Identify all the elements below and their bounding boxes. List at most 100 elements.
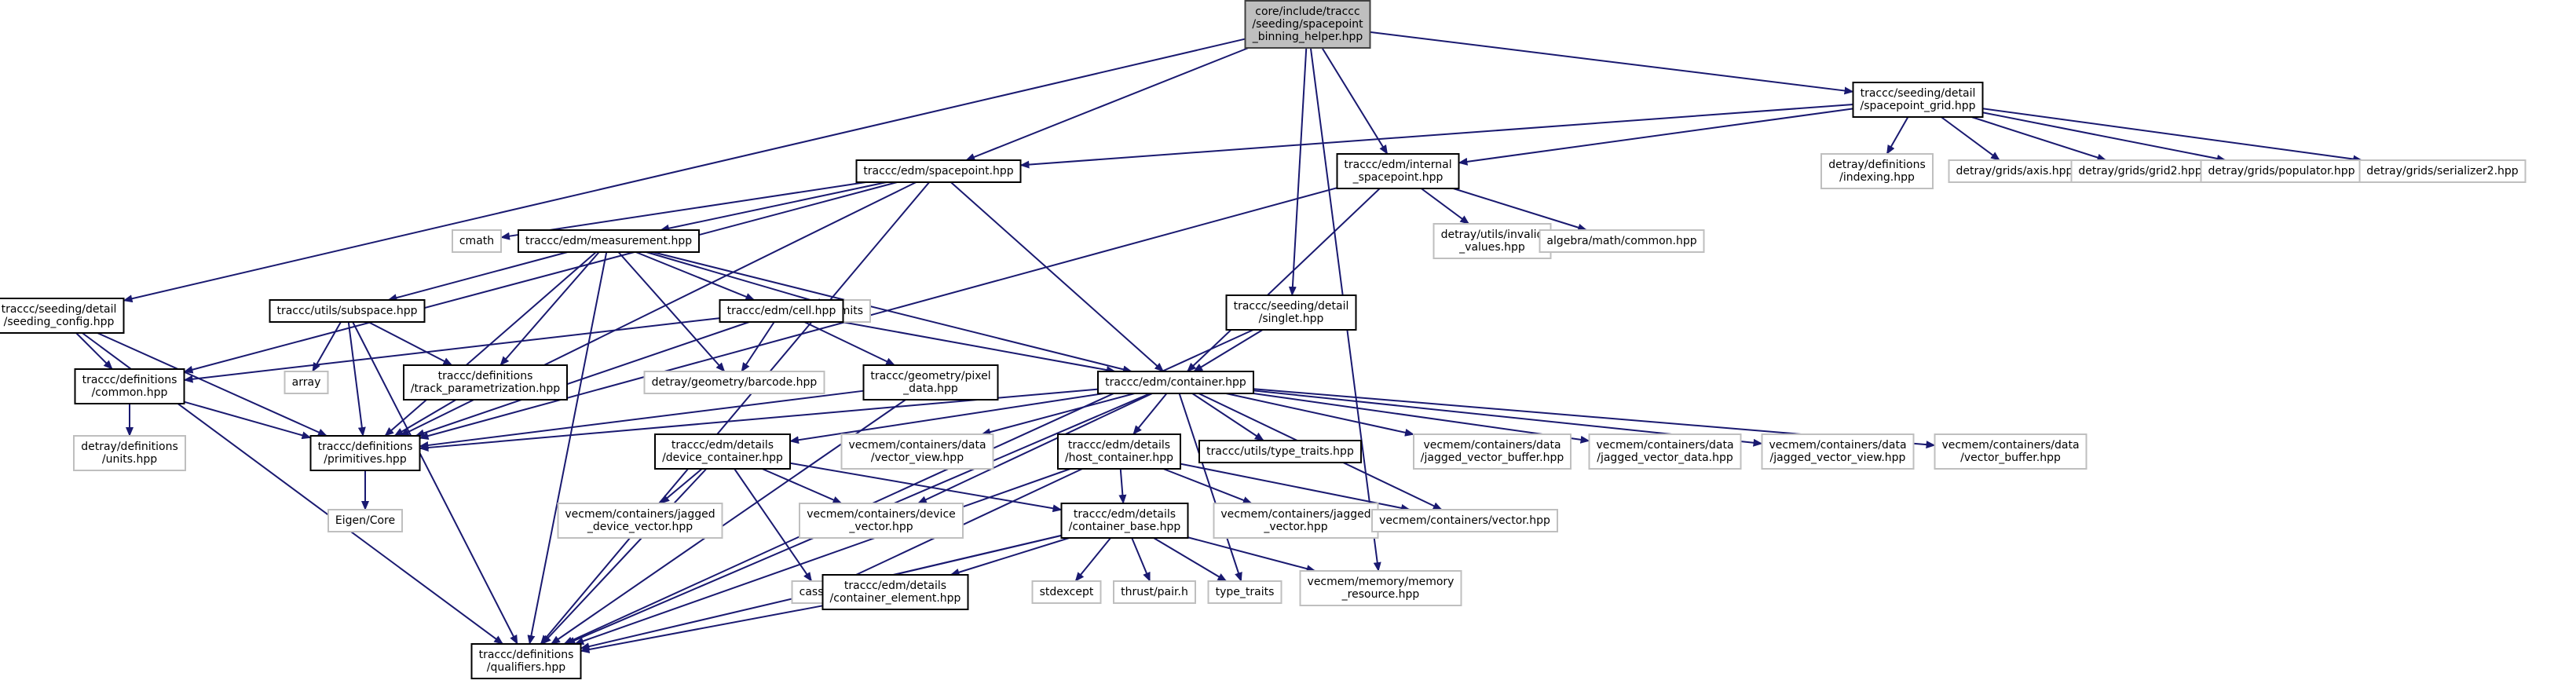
node-grid2[interactable]: detray/grids/grid2.hpp	[2070, 159, 2210, 183]
node-label: traccc/edm/details	[1074, 508, 1176, 521]
node-label: traccc/edm/details	[671, 439, 774, 452]
node-label: vecmem/containers/jagged	[565, 508, 715, 521]
node-stdexcept[interactable]: stdexcept	[1031, 580, 1102, 604]
node-jagged-vector-buffer[interactable]: vecmem/containers/data/jagged_vector_buf…	[1413, 433, 1572, 470]
node-vector-hpp[interactable]: vecmem/containers/vector.hpp	[1371, 509, 1558, 532]
node-box	[1031, 580, 1102, 604]
node-box	[643, 371, 825, 394]
node-label: traccc/definitions	[438, 370, 533, 382]
node-container-element[interactable]: traccc/edm/details/container_element.hpp	[821, 574, 969, 610]
node-label: _vector.hpp	[1263, 521, 1327, 533]
edge-container-to-device-vector	[917, 393, 1153, 504]
node-box	[855, 159, 1022, 183]
edge-spacepoint-to-cmath	[500, 181, 866, 240]
node-box	[269, 299, 426, 323]
node-label: traccc/utils/type_traits.hpp	[1206, 445, 1354, 458]
node-cmath[interactable]: cmath	[452, 229, 502, 253]
node-label: traccc/edm/measurement.hpp	[525, 235, 692, 247]
node-units[interactable]: detray/definitions/units.hpp	[73, 435, 186, 471]
node-device-container[interactable]: traccc/edm/details/device_container.hpp	[654, 433, 791, 470]
node-box	[840, 433, 994, 470]
node-device-vector[interactable]: vecmem/containers/device_vector.hpp	[799, 503, 964, 539]
edge-container-to-device-container	[789, 393, 1104, 444]
node-type-traits-hpp[interactable]: traccc/utils/type_traits.hpp	[1198, 440, 1362, 463]
node-label: detray/grids/grid2.hpp	[2078, 165, 2201, 177]
node-label: _vector.hpp	[848, 521, 913, 533]
node-jagged-vector-view[interactable]: vecmem/containers/data/jagged_vector_vie…	[1761, 433, 1915, 470]
node-spacepoint[interactable]: traccc/edm/spacepoint.hpp	[855, 159, 1022, 183]
node-barcode[interactable]: detray/geometry/barcode.hpp	[643, 371, 825, 394]
node-thrust-pair[interactable]: thrust/pair.h	[1113, 580, 1196, 604]
edge-spacepoint-grid-to-grid2	[1971, 116, 2107, 162]
node-subspace[interactable]: traccc/utils/subspace.hpp	[269, 299, 426, 323]
edge-root-to-spacepoint-grid	[1370, 31, 1854, 95]
node-label: type_traits	[1216, 586, 1275, 598]
node-label: traccc/edm/details	[844, 580, 946, 592]
edge-container-base-to-container-element	[950, 537, 1070, 576]
node-primitives[interactable]: traccc/definitions/primitives.hpp	[309, 435, 421, 471]
edge-device-container-to-jagged-device-vector	[660, 468, 703, 504]
edge-host-container-to-qualifiers	[574, 468, 1071, 646]
node-box	[452, 229, 502, 253]
node-label: detray/grids/axis.hpp	[1956, 165, 2073, 177]
node-jagged-vector-data[interactable]: vecmem/containers/data/jagged_vector_dat…	[1588, 433, 1742, 470]
node-axis[interactable]: detray/grids/axis.hpp	[1948, 159, 2081, 183]
node-common[interactable]: traccc/definitions/common.hpp	[74, 368, 185, 404]
node-vector-buffer[interactable]: vecmem/containers/data/vector_buffer.hpp	[1934, 433, 2088, 470]
node-box	[73, 435, 186, 471]
node-qualifiers[interactable]: traccc/definitions/qualifiers.hpp	[470, 643, 582, 679]
node-label: /container_base.hpp	[1069, 521, 1181, 533]
node-label: /vector_view.hpp	[871, 452, 964, 464]
edge-spacepoint-grid-to-internal-spacepoint	[1458, 108, 1853, 166]
edge-root-to-seeding-config	[123, 38, 1246, 303]
node-label: /host_container.hpp	[1065, 452, 1173, 464]
node-cell[interactable]: traccc/edm/cell.hpp	[719, 299, 844, 323]
node-label: /jagged_vector_buffer.hpp	[1421, 452, 1564, 464]
node-eigen[interactable]: Eigen/Core	[327, 509, 403, 532]
node-data-vector-view[interactable]: vecmem/containers/data/vector_view.hpp	[840, 433, 994, 470]
node-jagged-vector[interactable]: vecmem/containers/jagged_vector.hpp	[1213, 503, 1379, 539]
node-serializer2[interactable]: detray/grids/serializer2.hpp	[2358, 159, 2527, 183]
node-label: /seeding/spacepoint	[1252, 18, 1363, 31]
node-algebra-common[interactable]: algebra/math/common.hpp	[1539, 229, 1705, 253]
node-label: detray/grids/populator.hpp	[2208, 165, 2355, 177]
node-box	[862, 364, 999, 401]
node-container-base[interactable]: traccc/edm/details/container_base.hpp	[1060, 503, 1189, 539]
node-label: _data.hpp	[902, 382, 958, 395]
node-singlet[interactable]: traccc/seeding/detail/singlet.hpp	[1225, 294, 1357, 331]
node-label: /qualifiers.hpp	[487, 661, 566, 674]
node-type-traits[interactable]: type_traits	[1207, 580, 1283, 604]
node-array[interactable]: array	[284, 371, 329, 394]
node-label: /device_container.hpp	[662, 452, 783, 464]
node-label: vecmem/containers/vector.hpp	[1379, 514, 1550, 527]
node-label: /vector_buffer.hpp	[1960, 452, 2061, 464]
edge-container-base-to-memory-resource	[1187, 536, 1316, 573]
node-spacepoint-grid[interactable]: traccc/seeding/detail/spacepoint_grid.hp…	[1852, 82, 1984, 118]
node-label: traccc/definitions	[318, 441, 413, 453]
node-populator[interactable]: detray/grids/populator.hpp	[2200, 159, 2363, 183]
node-jagged-device-vector[interactable]: vecmem/containers/jagged_device_vector.h…	[557, 503, 723, 539]
node-track-param[interactable]: traccc/definitions/track_parametrization…	[403, 364, 568, 401]
node-root[interactable]: core/include/traccc/seeding/spacepoint_b…	[1244, 0, 1371, 49]
node-label: traccc/edm/details	[1068, 439, 1170, 452]
node-label: detray/grids/serializer2.hpp	[2366, 165, 2519, 177]
node-box	[1852, 82, 1984, 118]
node-internal-spacepoint[interactable]: traccc/edm/internal_spacepoint.hpp	[1336, 153, 1460, 189]
node-label: traccc/edm/container.hpp	[1105, 376, 1246, 389]
node-label: /units.hpp	[102, 453, 157, 466]
node-invalid-values[interactable]: detray/utils/invalid_values.hpp	[1433, 223, 1552, 259]
edge-common-to-primitives	[184, 401, 312, 440]
node-measurement[interactable]: traccc/edm/measurement.hpp	[518, 229, 700, 253]
node-seeding-config[interactable]: traccc/seeding/detail/seeding_config.hpp	[0, 298, 125, 334]
node-box	[284, 371, 329, 394]
node-label: /indexing.hpp	[1839, 171, 1915, 184]
node-container[interactable]: traccc/edm/container.hpp	[1097, 371, 1254, 394]
edge-internal-spacepoint-to-container	[1187, 188, 1381, 372]
edge-cell-to-barcode	[741, 321, 775, 372]
node-memory-resource[interactable]: vecmem/memory/memory_resource.hpp	[1299, 570, 1462, 606]
node-label: _binning_helper.hpp	[1252, 31, 1363, 43]
node-pixel-data[interactable]: traccc/geometry/pixel_data.hpp	[862, 364, 999, 401]
node-box	[1060, 503, 1189, 539]
node-indexing[interactable]: detray/definitions/indexing.hpp	[1820, 153, 1934, 189]
node-host-container[interactable]: traccc/edm/details/host_container.hpp	[1057, 433, 1181, 470]
